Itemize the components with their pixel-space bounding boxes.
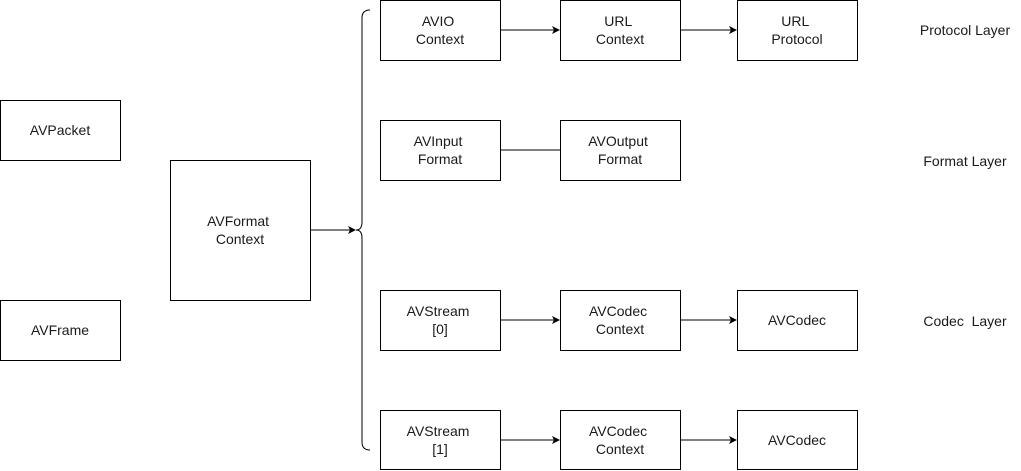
layer-label-format: Format Layer bbox=[923, 153, 1007, 169]
node-avpacket-label: AVPacket bbox=[30, 122, 91, 138]
node-avstream-0-label: AVStream [0] bbox=[407, 303, 474, 337]
node-avcodec-context-0[interactable]: AVCodec Context bbox=[560, 290, 681, 351]
node-avpacket[interactable]: AVPacket bbox=[0, 100, 121, 161]
node-avcodec-0[interactable]: AVCodec bbox=[737, 290, 858, 351]
node-avframe-label: AVFrame bbox=[31, 322, 89, 338]
node-avoutput-format[interactable]: AVOutput Format bbox=[560, 120, 681, 181]
node-avio-context[interactable]: AVIO Context bbox=[380, 0, 501, 61]
layer-labels: Protocol Layer Format Layer Codec Layer bbox=[920, 22, 1011, 329]
node-avformat-context[interactable]: AVFormat Context bbox=[170, 160, 311, 301]
node-url-context[interactable]: URL Context bbox=[560, 0, 681, 61]
layer-label-codec: Codec Layer bbox=[923, 313, 1007, 329]
node-avcodec-1[interactable]: AVCodec bbox=[737, 410, 858, 470]
layer-label-protocol: Protocol Layer bbox=[920, 22, 1011, 38]
node-avformat-context-label: AVFormat Context bbox=[207, 213, 273, 247]
node-avstream-1[interactable]: AVStream [1] bbox=[380, 410, 501, 470]
node-url-context-label: URL Context bbox=[596, 13, 644, 47]
node-avio-context-label: AVIO Context bbox=[416, 13, 464, 47]
node-avstream-0[interactable]: AVStream [0] bbox=[380, 290, 501, 351]
nodes: AVPacket AVFrame AVFormat Context AVIO C… bbox=[0, 0, 858, 470]
node-avcodec-context-1-label: AVCodec Context bbox=[589, 423, 651, 457]
node-avinput-format[interactable]: AVInput Format bbox=[380, 120, 501, 181]
edges bbox=[310, 26, 737, 444]
node-avstream-1-label: AVStream [1] bbox=[407, 423, 474, 457]
node-url-protocol-label: URL Protocol bbox=[771, 13, 822, 47]
node-avcodec-0-label: AVCodec bbox=[768, 312, 826, 328]
node-avcodec-context-0-label: AVCodec Context bbox=[589, 303, 651, 337]
node-avinput-format-label: AVInput Format bbox=[414, 133, 467, 167]
node-url-protocol[interactable]: URL Protocol bbox=[737, 0, 858, 61]
node-avoutput-format-label: AVOutput Format bbox=[588, 133, 652, 167]
node-avcodec-context-1[interactable]: AVCodec Context bbox=[560, 410, 681, 470]
node-avcodec-1-label: AVCodec bbox=[768, 432, 826, 448]
node-avframe[interactable]: AVFrame bbox=[0, 300, 121, 361]
grouping-brace bbox=[355, 9, 371, 451]
